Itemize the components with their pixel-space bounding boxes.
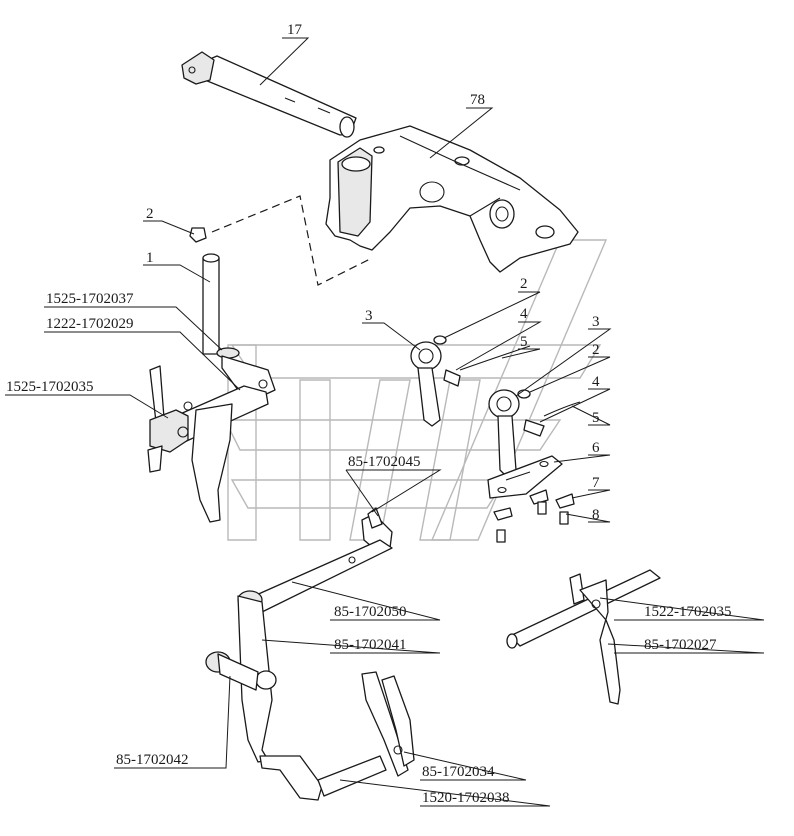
callout-1522-1702035: 1522-1702035	[644, 604, 732, 620]
leader-lines	[5, 37, 765, 807]
part-1525-1702035-left-fork-assembly	[147, 365, 269, 523]
callout-8: 8	[592, 507, 600, 523]
part-6-base-plate	[487, 455, 563, 499]
callout-1520-1702038: 1520-1702038	[422, 790, 510, 806]
callout-2-lower: 2	[592, 342, 600, 358]
callout-85-1702042: 85-1702042	[116, 752, 189, 768]
callout-3-upper: 3	[365, 308, 373, 324]
callout-4-lower: 4	[592, 374, 600, 390]
callout-1222-1702029: 1222-1702029	[46, 316, 134, 332]
part-2-retaining-pin	[189, 227, 207, 243]
callout-78: 78	[470, 92, 485, 108]
part-17-selector-shaft	[181, 51, 357, 138]
part-78-housing-bracket	[325, 125, 579, 273]
callout-85-1702034: 85-1702034	[422, 764, 495, 780]
callout-6: 6	[592, 440, 600, 456]
callout-2-upper: 2	[520, 276, 528, 292]
callout-85-1702050: 85-1702050	[334, 604, 407, 620]
part-7-8-bolts	[493, 489, 575, 543]
callout-5-upper: 5	[520, 334, 528, 350]
callout-17: 17	[287, 22, 303, 38]
callout-4-upper: 4	[520, 306, 528, 322]
callout-85-1702027: 85-1702027	[644, 637, 717, 653]
part-1520-1702038-bottom-fork-assembly	[259, 671, 415, 801]
callout-85-1702045: 85-1702045	[348, 454, 421, 470]
callout-5-lower: 5	[592, 410, 600, 426]
watermark-logo	[223, 239, 608, 541]
callout-7: 7	[592, 475, 600, 491]
shift-finger-lever-b	[488, 389, 581, 477]
part-85-1702050-shift-rod-assembly	[205, 507, 393, 763]
callout-1: 1	[146, 250, 154, 266]
callout-1525-1702037: 1525-1702037	[46, 291, 134, 307]
part-1-shift-shaft	[202, 253, 276, 397]
callout-1525-1702035: 1525-1702035	[6, 379, 94, 395]
part-1522-1702035-right-fork-assembly	[506, 569, 661, 705]
callout-labels: 17 78 2 1 1525-1702037 1222-1702029 1525…	[6, 22, 732, 806]
callout-85-1702041: 85-1702041	[334, 637, 407, 653]
callout-3-lower: 3	[592, 314, 600, 330]
callout-2-top: 2	[146, 206, 154, 222]
